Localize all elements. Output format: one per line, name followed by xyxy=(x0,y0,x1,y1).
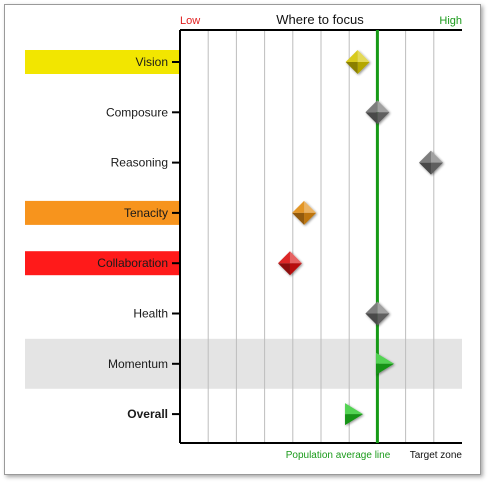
marker-facet xyxy=(365,100,378,113)
marker-facet xyxy=(418,162,431,175)
grid-lines xyxy=(207,30,435,443)
triangle-marker xyxy=(345,403,364,426)
marker-facet xyxy=(345,403,364,415)
diamond-marker xyxy=(345,50,370,74)
triangle-marker xyxy=(376,352,395,375)
category-label: Overall xyxy=(127,407,168,421)
marker-facet xyxy=(292,200,305,213)
marker-facet xyxy=(304,200,317,213)
marker-facet xyxy=(377,100,390,113)
marker-facet xyxy=(357,62,370,74)
category-label: Vision xyxy=(136,55,168,69)
marker-facet xyxy=(345,62,358,74)
marker-facet xyxy=(377,112,390,125)
category-label: Composure xyxy=(106,105,168,119)
marker-facet xyxy=(357,50,370,62)
category-label: Health xyxy=(133,307,168,321)
marker-facet xyxy=(376,352,395,364)
data-markers xyxy=(277,50,443,426)
marker-facet xyxy=(377,313,390,326)
marker-facet xyxy=(277,263,290,276)
diamond-marker xyxy=(365,301,390,326)
marker-facet xyxy=(292,212,305,225)
category-labels: VisionComposureReasoningTenacityCollabor… xyxy=(97,55,168,421)
axes xyxy=(172,29,462,444)
population-average-caption: Population average line xyxy=(286,450,391,461)
marker-facet xyxy=(418,150,431,163)
band-vision xyxy=(25,50,180,74)
category-label: Momentum xyxy=(108,357,168,371)
band-collaboration xyxy=(25,251,180,276)
category-label: Collaboration xyxy=(97,256,168,270)
marker-facet xyxy=(289,263,302,276)
category-label: Tenacity xyxy=(124,206,168,220)
marker-facet xyxy=(365,313,378,326)
marker-facet xyxy=(376,363,395,375)
diamond-marker xyxy=(365,100,390,125)
marker-facet xyxy=(430,150,443,163)
category-label: Reasoning xyxy=(111,156,168,170)
chart-title: Where to focus xyxy=(276,12,364,27)
diamond-marker xyxy=(277,251,302,276)
marker-facet xyxy=(430,162,443,175)
band-tenacity xyxy=(25,200,180,225)
scale-low-label: Low xyxy=(180,15,200,27)
diamond-marker xyxy=(418,150,443,175)
scale-high-label: High xyxy=(439,15,462,27)
marker-facet xyxy=(345,50,358,62)
marker-facet xyxy=(365,112,378,125)
marker-facet xyxy=(377,301,390,314)
marker-facet xyxy=(277,251,290,264)
category-bands xyxy=(25,50,462,389)
target-zone-caption: Target zone xyxy=(410,450,463,461)
diamond-marker xyxy=(292,200,317,225)
focus-chart: VisionComposureReasoningTenacityCollabor… xyxy=(25,12,463,461)
marker-facet xyxy=(345,414,364,426)
band-momentum xyxy=(25,338,462,389)
marker-facet xyxy=(289,251,302,264)
marker-facet xyxy=(365,301,378,314)
marker-facet xyxy=(304,212,317,225)
